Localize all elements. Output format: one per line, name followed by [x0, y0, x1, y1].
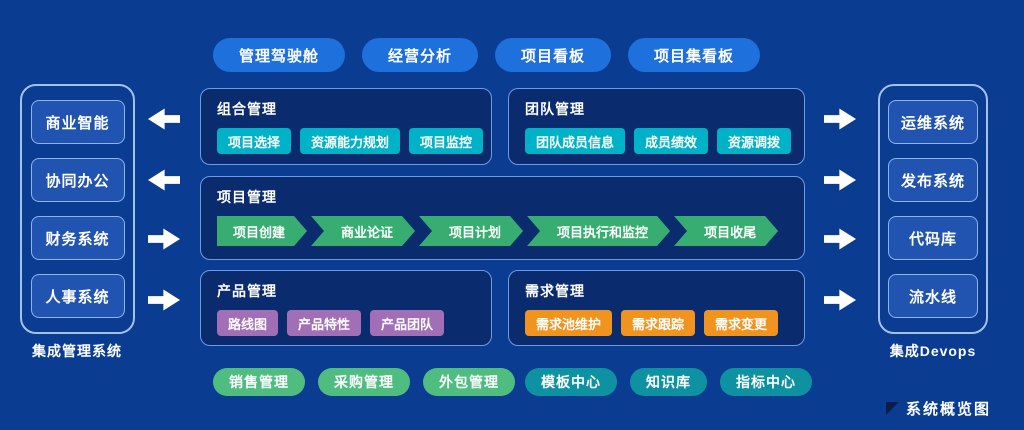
btn-requirement-pool[interactable]: 需求池维护 [525, 310, 613, 336]
right-panel-caption: 集成Devops [889, 343, 977, 359]
right-devops-panel: 运维系统 发布系统 代码库 流水线 [878, 84, 988, 334]
pill-knowledge-base[interactable]: 知识库 [630, 368, 707, 396]
button-row: 需求池维护 需求跟踪 需求变更 [525, 310, 788, 336]
btn-product-features[interactable]: 产品特性 [287, 310, 362, 336]
bottom-nav-left: 销售管理 采购管理 外包管理 [213, 368, 515, 396]
section-title: 需求管理 [525, 283, 585, 299]
flow-step-execution-monitoring[interactable]: 项目执行和监控 [527, 216, 670, 246]
section-title: 项目管理 [217, 189, 277, 205]
portfolio-management-section: 组合管理 项目选择 资源能力规划 项目监控 [200, 88, 492, 165]
btn-project-selection[interactable]: 项目选择 [217, 128, 292, 154]
btn-requirement-tracking[interactable]: 需求跟踪 [621, 310, 696, 336]
product-management-section: 产品管理 路线图 产品特性 产品团队 [200, 270, 492, 346]
nav-pill-management-cockpit[interactable]: 管理驾驶舱 [213, 38, 346, 72]
pill-sales-management[interactable]: 销售管理 [213, 368, 305, 396]
team-management-section: 团队管理 团队成员信息 成员绩效 资源调拨 [508, 88, 805, 165]
system-box-pipeline[interactable]: 流水线 [888, 274, 978, 318]
btn-product-team[interactable]: 产品团队 [370, 310, 445, 336]
project-management-section: 项目管理 项目创建 商业论证 项目计划 项目执行和监控 项目收尾 [200, 176, 805, 260]
arrow-right-icon [148, 289, 180, 311]
system-box-release-system[interactable]: 发布系统 [888, 158, 978, 202]
triangle-icon [886, 402, 899, 415]
bottom-nav-right: 模板中心 知识库 指标中心 [525, 368, 812, 396]
pill-outsourcing-management[interactable]: 外包管理 [423, 368, 515, 396]
btn-member-performance[interactable]: 成员绩效 [634, 128, 709, 154]
project-process-flow: 项目创建 商业论证 项目计划 项目执行和监控 项目收尾 [217, 216, 788, 246]
pill-procurement-management[interactable]: 采购管理 [318, 368, 410, 396]
btn-resource-allocation[interactable]: 资源调拨 [717, 128, 792, 154]
flow-step-business-case[interactable]: 商业论证 [311, 216, 415, 246]
pill-metrics-center[interactable]: 指标中心 [720, 368, 812, 396]
button-row: 团队成员信息 成员绩效 资源调拨 [525, 128, 792, 154]
btn-requirement-change[interactable]: 需求变更 [704, 310, 779, 336]
arrow-right-icon [824, 108, 856, 130]
left-panel-caption: 集成管理系统 [32, 343, 122, 359]
section-title: 组合管理 [217, 101, 277, 117]
left-integration-panel: 商业智能 协同办公 财务系统 人事系统 [20, 84, 135, 334]
system-box-finance-system[interactable]: 财务系统 [30, 216, 125, 260]
btn-project-monitoring[interactable]: 项目监控 [409, 128, 484, 154]
arrow-left-icon [148, 168, 180, 192]
flow-step-project-creation[interactable]: 项目创建 [217, 216, 307, 246]
requirement-management-section: 需求管理 需求池维护 需求跟踪 需求变更 [508, 270, 805, 346]
button-row: 项目选择 资源能力规划 项目监控 [217, 128, 484, 154]
arrow-right-icon [824, 289, 856, 311]
footer: 系统概览图 [886, 398, 991, 419]
arrow-left-icon [148, 107, 180, 131]
pill-template-center[interactable]: 模板中心 [525, 368, 617, 396]
btn-resource-capacity-planning[interactable]: 资源能力规划 [300, 128, 401, 154]
arrow-right-icon [824, 228, 856, 250]
system-box-collaborative-office[interactable]: 协同办公 [30, 158, 125, 202]
flow-step-project-closure[interactable]: 项目收尾 [674, 216, 778, 246]
nav-pill-project-kanban[interactable]: 项目看板 [495, 38, 612, 72]
arrow-right-icon [148, 228, 180, 250]
system-box-code-repository[interactable]: 代码库 [888, 216, 978, 260]
system-box-business-intelligence[interactable]: 商业智能 [30, 100, 125, 144]
btn-roadmap[interactable]: 路线图 [217, 310, 279, 336]
arrow-right-icon [824, 169, 856, 191]
system-box-ops-system[interactable]: 运维系统 [888, 100, 978, 144]
section-title: 团队管理 [525, 101, 585, 117]
diagram-title: 系统概览图 [906, 401, 992, 418]
nav-pill-program-kanban[interactable]: 项目集看板 [628, 38, 761, 72]
section-title: 产品管理 [217, 283, 277, 299]
button-row: 路线图 产品特性 产品团队 [217, 310, 475, 336]
btn-team-member-info[interactable]: 团队成员信息 [525, 128, 626, 154]
top-nav: 管理驾驶舱 经营分析 项目看板 项目集看板 [213, 38, 761, 72]
system-box-hr-system[interactable]: 人事系统 [30, 274, 125, 318]
nav-pill-business-analysis[interactable]: 经营分析 [362, 38, 479, 72]
flow-step-project-plan[interactable]: 项目计划 [419, 216, 523, 246]
